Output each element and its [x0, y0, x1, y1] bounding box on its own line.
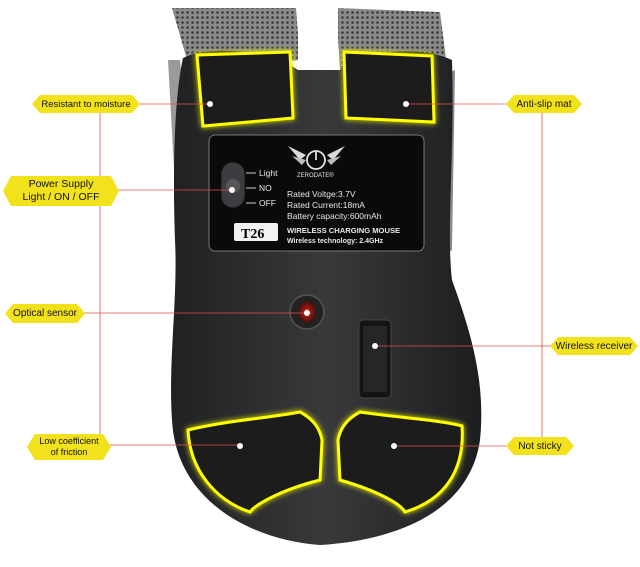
- product-name: WIRELESS CHARGING MOUSE: [287, 226, 400, 235]
- rated-voltage: Rated Voltge:3.7V: [287, 189, 356, 199]
- callout-low-friction: Low coefficient of friction: [27, 434, 111, 460]
- callout-power-supply-line1: Power Supply: [28, 178, 94, 190]
- switch-on-label: NO: [259, 183, 272, 193]
- brand-logo-icon: [288, 146, 345, 170]
- callout-wireless-receiver: Wireless receiver: [550, 337, 638, 355]
- wireless-technology: Wireless technology: 2.4GHz: [287, 238, 384, 245]
- rear-mats: [186, 410, 464, 514]
- callout-power-supply-line2: Light / ON / OFF: [22, 191, 100, 203]
- switch-light-label: Light: [259, 168, 278, 178]
- callout-not-sticky: Not sticky: [506, 437, 574, 455]
- callout-optical-sensor: Optical sensor: [5, 304, 85, 323]
- callout-resistant-to-moisture: Resistant to moisture: [32, 95, 140, 113]
- product-label-plate: Light NO OFF ZERODATE® Rated Voltge:3.7V…: [208, 134, 425, 252]
- callout-low-friction-line1: Low coefficient: [39, 436, 99, 446]
- callout-anti-slip-mat: Anti-slip mat: [506, 95, 582, 113]
- battery-capacity: Battery capacity:600mAh: [287, 211, 382, 221]
- leader-dots: [207, 101, 409, 449]
- model-number: T26: [241, 227, 264, 242]
- switch-off-label: OFF: [259, 198, 276, 208]
- rated-current: Rated Current:18mA: [287, 200, 365, 210]
- callout-low-friction-line2: of friction: [50, 447, 88, 457]
- front-mats: [195, 50, 436, 128]
- brand-name: ZERODATE®: [297, 172, 334, 179]
- receiver-slot: [358, 319, 392, 399]
- callout-power-supply: Power Supply Light / ON / OFF: [3, 176, 119, 206]
